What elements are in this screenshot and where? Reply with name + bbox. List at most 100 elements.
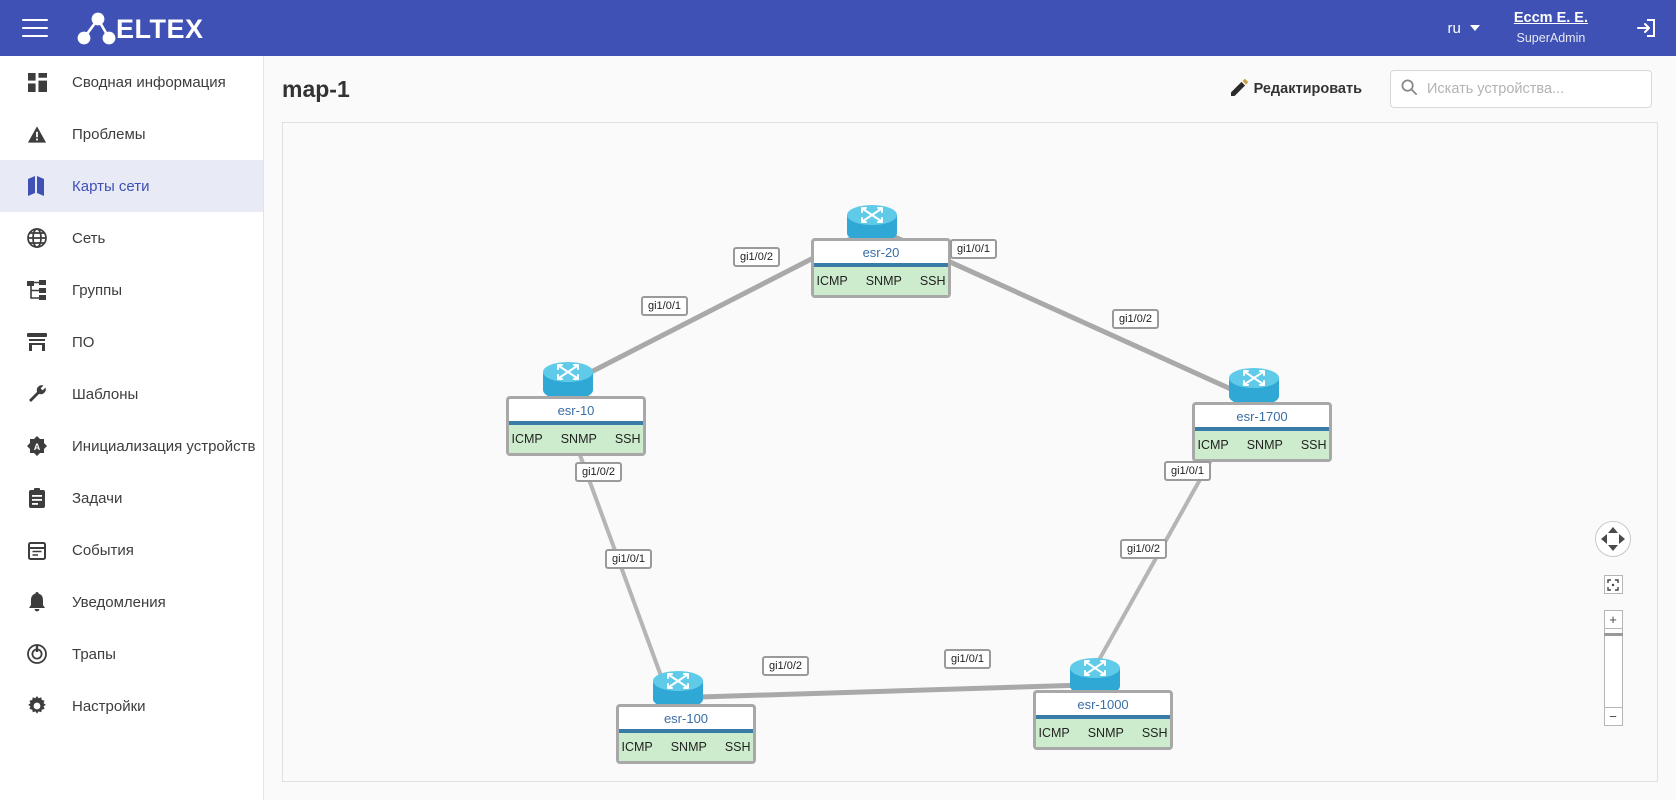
map-node-card-esr-100[interactable]: esr-100 ICMP SNMP SSH — [616, 704, 756, 764]
eltex-logo[interactable]: ELTEX — [74, 0, 226, 56]
zoom-out-button[interactable]: − — [1603, 707, 1623, 726]
top-bar: ELTEX ru Eccm E. E. SuperAdmin — [0, 0, 1676, 56]
search-input[interactable] — [1427, 81, 1641, 97]
sidebar-item-label: Инициализация устройств — [72, 437, 256, 455]
badge-a-icon: A — [24, 433, 50, 459]
sidebar-item-tasks[interactable]: Задачи — [0, 472, 263, 524]
badge-ssh: SSH — [614, 432, 641, 446]
sidebar-item-label: Карты сети — [72, 177, 150, 195]
edge-label[interactable]: gi1/0/1 — [944, 649, 992, 670]
map-node-card-esr-1000[interactable]: esr-1000 ICMP SNMP SSH — [1033, 690, 1173, 750]
pan-down-arrow[interactable] — [1608, 545, 1618, 551]
pan-up-arrow[interactable] — [1608, 527, 1618, 533]
badge-ssh: SSH — [1300, 438, 1327, 452]
badge-icmp: ICMP — [816, 274, 848, 288]
node-title: esr-10 — [509, 399, 643, 425]
sidebar-item-events[interactable]: События — [0, 524, 263, 576]
edge-label[interactable]: gi1/0/1 — [1164, 461, 1212, 482]
search-box[interactable] — [1390, 70, 1652, 108]
network-map-canvas[interactable]: esr-20 ICMP SNMP SSH esr-10 — [282, 122, 1658, 782]
node-badges: ICMP SNMP SSH — [814, 267, 948, 295]
chevron-down-icon — [1469, 25, 1480, 31]
sidebar-item-traps[interactable]: Трапы — [0, 628, 263, 680]
node-title: esr-1000 — [1036, 693, 1170, 719]
sidebar-item-settings[interactable]: Настройки — [0, 680, 263, 732]
node-badges: ICMP SNMP SSH — [1195, 431, 1329, 459]
map-controls: + − — [1591, 521, 1635, 726]
map-node-card-esr-1700[interactable]: esr-1700 ICMP SNMP SSH — [1192, 402, 1332, 462]
sidebar-item-software[interactable]: ПО — [0, 316, 263, 368]
edge-label[interactable]: gi1/0/2 — [762, 656, 810, 677]
edge-label[interactable]: gi1/0/1 — [950, 239, 998, 260]
fit-to-screen-icon[interactable] — [1603, 575, 1623, 594]
page-header: map-1 Редактировать — [264, 56, 1676, 122]
node-title: esr-100 — [619, 707, 753, 733]
badge-snmp: SNMP — [1087, 726, 1124, 740]
sidebar-item-problems[interactable]: Проблемы — [0, 108, 263, 160]
router-icon[interactable] — [650, 671, 706, 715]
edit-button-label: Редактировать — [1253, 81, 1362, 97]
edge-label[interactable]: gi1/0/2 — [1112, 309, 1160, 330]
edge-label[interactable]: gi1/0/2 — [733, 247, 781, 268]
router-icon[interactable] — [1226, 368, 1282, 412]
sidebar-item-label: Группы — [72, 281, 122, 299]
sidebar-item-network[interactable]: Сеть — [0, 212, 263, 264]
logout-icon[interactable] — [1634, 16, 1658, 40]
sitemap-icon — [24, 277, 50, 303]
warning-triangle-icon — [24, 121, 50, 147]
zoom-slider-knob[interactable] — [1603, 633, 1623, 636]
gear-icon — [24, 693, 50, 719]
clipboard-icon — [24, 485, 50, 511]
router-icon[interactable] — [540, 362, 596, 406]
node-title: esr-1700 — [1195, 405, 1329, 431]
map-node-card-esr-10[interactable]: esr-10 ICMP SNMP SSH — [506, 396, 646, 456]
edge-label[interactable]: gi1/0/2 — [1120, 539, 1168, 560]
sidebar-item-templates[interactable]: Шаблоны — [0, 368, 263, 420]
badge-ssh: SSH — [919, 274, 946, 288]
pan-right-arrow[interactable] — [1619, 534, 1625, 544]
pencil-icon — [1230, 78, 1248, 100]
page-title: map-1 — [282, 75, 350, 102]
wrench-icon — [24, 381, 50, 407]
badge-snmp: SNMP — [1246, 438, 1283, 452]
power-target-icon — [24, 641, 50, 667]
sidebar-item-label: Проблемы — [72, 125, 146, 143]
sidebar-item-label: ПО — [72, 333, 95, 351]
pan-compass-icon[interactable] — [1595, 521, 1631, 557]
map-node-esr-100[interactable] — [650, 667, 706, 716]
sidebar-item-notifications[interactable]: Уведомления — [0, 576, 263, 628]
badge-ssh: SSH — [1141, 726, 1168, 740]
content-area: map-1 Редактировать — [264, 56, 1676, 800]
badge-icmp: ICMP — [511, 432, 543, 446]
top-bar-right: ru Eccm E. E. SuperAdmin — [1448, 0, 1676, 56]
map-icon — [24, 173, 50, 199]
store-icon — [24, 329, 50, 355]
globe-icon — [24, 225, 50, 251]
sidebar-item-label: Сводная информация — [72, 73, 226, 91]
user-name[interactable]: Eccm E. E. — [1513, 10, 1588, 27]
sidebar-item-groups[interactable]: Группы — [0, 264, 263, 316]
node-badges: ICMP SNMP SSH — [1036, 719, 1170, 747]
sidebar-item-summary[interactable]: Сводная информация — [0, 56, 263, 108]
sidebar-item-network-maps[interactable]: Карты сети — [0, 160, 263, 212]
map-node-esr-10[interactable] — [540, 358, 596, 407]
edge-label[interactable]: gi1/0/1 — [605, 549, 653, 570]
node-badges: ICMP SNMP SSH — [509, 425, 643, 453]
user-box: Eccm E. E. SuperAdmin — [1514, 9, 1588, 47]
sidebar-item-label: Задачи — [72, 489, 123, 507]
zoom-slider[interactable] — [1603, 629, 1623, 707]
node-badges: ICMP SNMP SSH — [619, 733, 753, 761]
hamburger-icon[interactable] — [22, 19, 48, 37]
badge-snmp: SNMP — [865, 274, 902, 288]
zoom-in-button[interactable]: + — [1603, 610, 1623, 629]
edge-label[interactable]: gi1/0/1 — [641, 296, 689, 317]
map-node-card-esr-20[interactable]: esr-20 ICMP SNMP SSH — [811, 238, 951, 298]
sidebar-item-device-init[interactable]: A Инициализация устройств — [0, 420, 263, 472]
badge-icmp: ICMP — [1038, 726, 1070, 740]
edit-button[interactable]: Редактировать — [1230, 78, 1362, 100]
edge-label[interactable]: gi1/0/2 — [575, 462, 623, 483]
pan-left-arrow[interactable] — [1601, 534, 1607, 544]
map-node-esr-1700[interactable] — [1226, 364, 1282, 413]
user-role: SuperAdmin — [1516, 31, 1586, 46]
language-selector[interactable]: ru — [1448, 20, 1480, 37]
